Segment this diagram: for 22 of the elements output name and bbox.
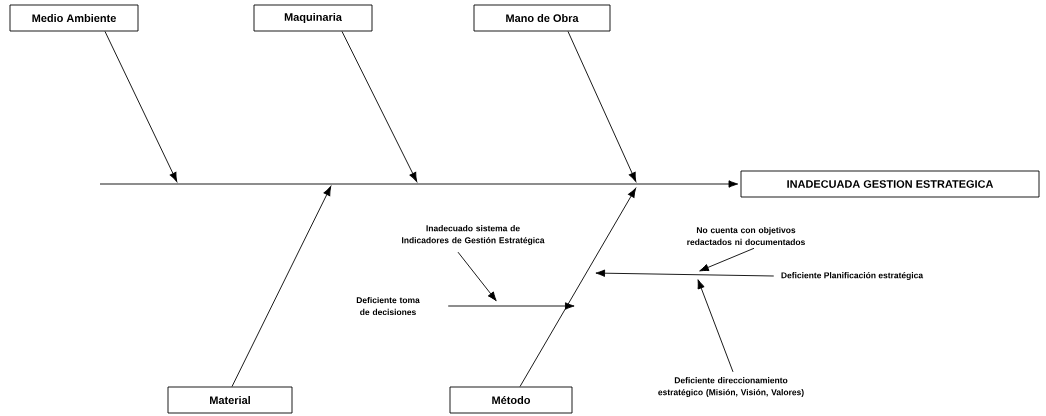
bone-arrow (341, 31, 418, 182)
bone-arrow (697, 279, 734, 373)
spine-arrow (99, 180, 739, 188)
bone-arrow (231, 186, 332, 387)
effect-box: INADECUADA GESTION ESTRATEGICA (740, 170, 1040, 198)
bone-arrow (595, 269, 775, 277)
bone-arrow (457, 251, 497, 302)
category-box: Método (449, 386, 573, 414)
bone-arrow (699, 247, 755, 272)
bone-arrow (447, 302, 575, 310)
bone-arrow (519, 188, 636, 387)
category-box: Mano de Obra (473, 4, 611, 32)
cause-text: Deficiente toma de decisiones (356, 296, 420, 316)
category-box: Material (167, 386, 293, 414)
cause-text: Deficiente direccionamiento estratégico (Misión, Visión, Valores) (658, 377, 804, 397)
cause-text: Inadecuado sistema de Indicadores de Gestión Estratégica (402, 225, 545, 245)
cause-text: Deficiente Planificación estratégica (781, 272, 924, 280)
cause-text: No cuenta con objetivos redactados ni documentados (687, 226, 805, 246)
bone-arrow (104, 31, 178, 182)
category-box: Medio Ambiente (9, 4, 139, 32)
bone-arrow (567, 31, 637, 182)
category-box: Maquinaria (253, 4, 373, 32)
